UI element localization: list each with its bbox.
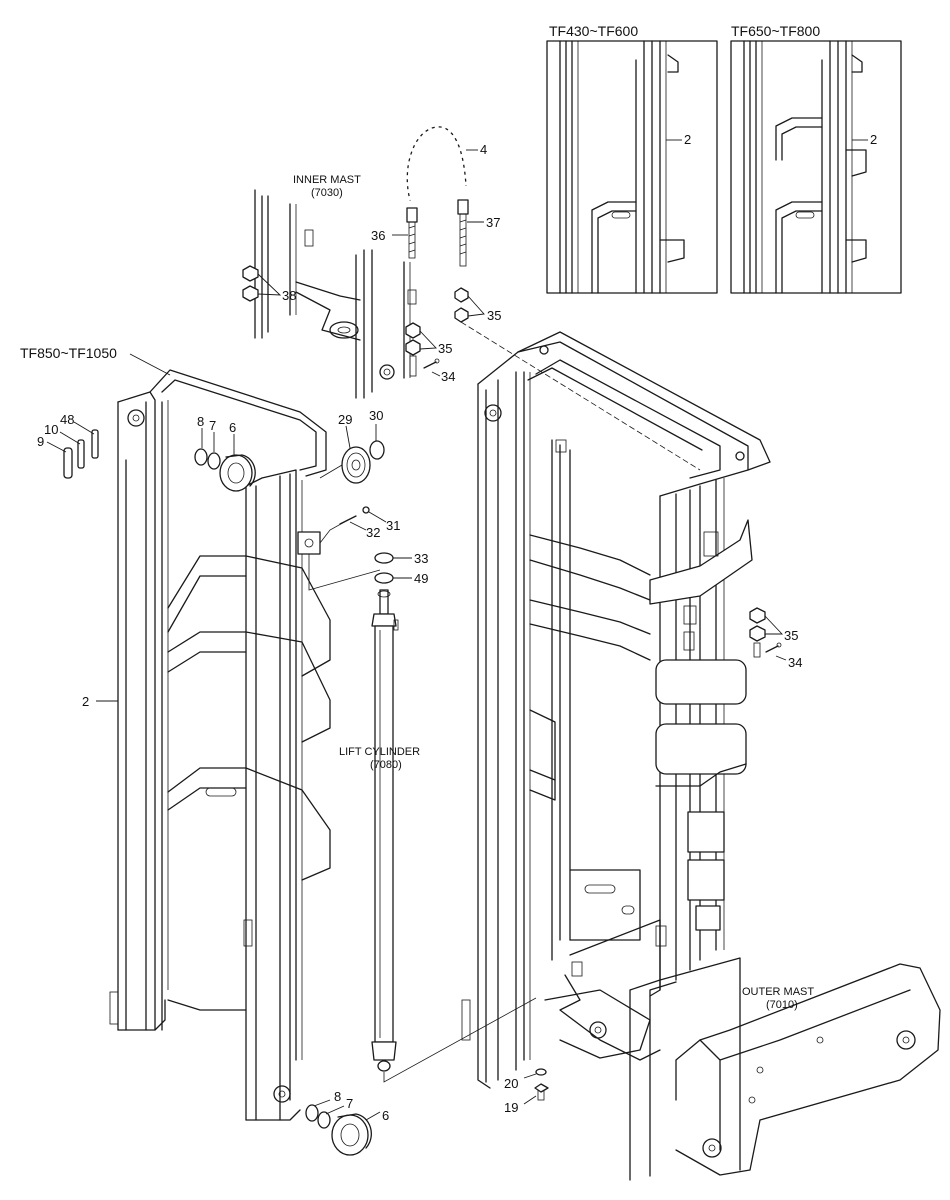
lift-chain xyxy=(405,125,468,201)
callout-inset-left-2: 2 xyxy=(684,132,691,147)
washer-and-bolt-bottom xyxy=(534,1068,549,1101)
callout-31: 31 xyxy=(386,518,400,533)
callout-8-top: 8 xyxy=(197,414,204,429)
lift-cylinder-name: LIFT CYLINDER xyxy=(339,746,420,758)
callout-34-top: 34 xyxy=(441,369,455,384)
roller-set-top xyxy=(194,448,256,492)
callout-9: 9 xyxy=(37,434,44,449)
callout-6-bottom: 6 xyxy=(382,1108,389,1123)
hex-nut-pair-38 xyxy=(242,265,259,302)
pin-and-cotter xyxy=(339,506,370,525)
cotter-pin-top xyxy=(423,358,440,369)
inset-tf430-tf600: TF430~TF600 2 xyxy=(546,23,718,294)
callout-35-mid: 35 xyxy=(438,341,452,356)
callout-20: 20 xyxy=(504,1076,518,1091)
callout-38: 38 xyxy=(282,288,296,303)
lift-cylinder-code: (7080) xyxy=(370,759,402,771)
chain-anchor-bolt-left xyxy=(406,207,418,259)
outer-mast-name: OUTER MAST xyxy=(742,986,814,998)
snap-ring xyxy=(369,440,385,460)
inset-tf650-tf800: TF650~TF800 2 xyxy=(730,23,902,294)
hex-nut-pair-mid xyxy=(405,322,421,377)
callout-35-upper: 35 xyxy=(487,308,501,323)
inner-mast-reference-drawing: INNER MAST (7030) xyxy=(254,174,417,399)
inset-left-mast-drawing xyxy=(559,40,685,294)
callout-32: 32 xyxy=(366,525,380,540)
callout-10: 10 xyxy=(44,422,58,437)
hex-nut-pair-outer xyxy=(749,607,766,658)
callout-inset-right-2: 2 xyxy=(870,132,877,147)
inset-left-title: TF430~TF600 xyxy=(549,23,638,39)
callout-7-top: 7 xyxy=(209,418,216,433)
callout-34-outer: 34 xyxy=(788,655,802,670)
callout-7-bottom: 7 xyxy=(346,1096,353,1111)
roller-set-bottom xyxy=(305,1104,372,1156)
callout-19: 19 xyxy=(504,1100,518,1115)
chain-sheave xyxy=(319,446,371,484)
callout-29: 29 xyxy=(338,412,352,427)
inner-mast-assembly-left xyxy=(109,369,381,1121)
callout-4: 4 xyxy=(480,142,487,157)
cylinder-seals xyxy=(374,552,394,584)
chain-anchor-bolt-right xyxy=(457,199,469,267)
callout-37: 37 xyxy=(486,215,500,230)
callout-36: 36 xyxy=(371,228,385,243)
cotter-pin-outer xyxy=(765,642,782,653)
callout-6-top: 6 xyxy=(229,420,236,435)
callout-49: 49 xyxy=(414,571,428,586)
outer-mast-assembly xyxy=(461,331,941,1181)
inset-right-title: TF650~TF800 xyxy=(731,23,820,39)
callout-33: 33 xyxy=(414,551,428,566)
callout-30: 30 xyxy=(369,408,383,423)
model-range-label: TF850~TF1050 xyxy=(20,345,117,361)
callout-35-outer: 35 xyxy=(784,628,798,643)
inner-mast-code: (7030) xyxy=(311,187,343,199)
callout-48: 48 xyxy=(60,412,74,427)
inner-mast-name: INNER MAST xyxy=(293,174,361,186)
outer-mast-code: (7010) xyxy=(766,999,798,1011)
callout-8-bottom: 8 xyxy=(334,1089,341,1104)
shim-plate-set xyxy=(63,429,99,479)
callout-2-left: 2 xyxy=(82,694,89,709)
lift-cylinder-body xyxy=(371,589,537,1083)
inset-right-mast-drawing xyxy=(743,40,868,294)
hex-nut-pair-upper xyxy=(454,287,469,323)
